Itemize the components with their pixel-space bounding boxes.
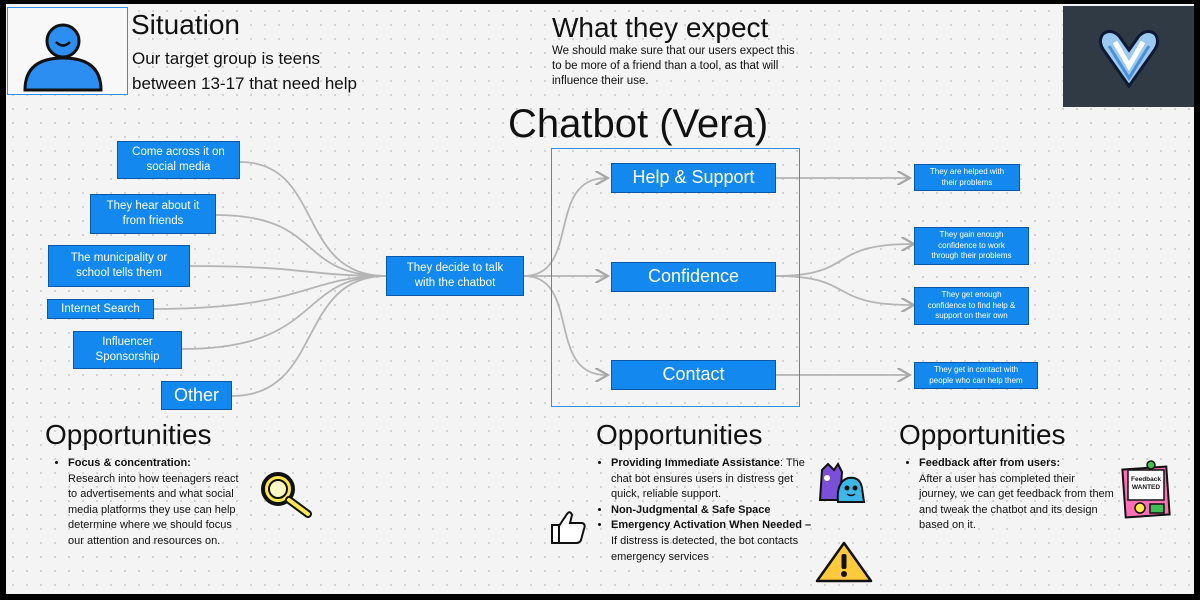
monster-sticker-icon xyxy=(818,462,866,503)
chatbot-frame xyxy=(551,148,800,407)
expect-title: What they expect xyxy=(552,12,769,43)
opportunity-item: Non-Judgmental & Safe Space xyxy=(611,503,816,519)
opportunities-title-1: Opportunities xyxy=(45,419,212,450)
expect-text: We should make sure that our users expec… xyxy=(552,45,795,87)
situation-text: Our target group is teens between 13-17 … xyxy=(132,49,357,93)
opportunity-item: Emergency Activation When Needed – If di… xyxy=(611,518,816,565)
avatar-frame xyxy=(7,7,128,95)
source-other[interactable]: Other xyxy=(161,381,232,410)
feature-confidence[interactable]: Confidence xyxy=(611,262,776,292)
person-icon xyxy=(23,23,103,92)
whiteboard-canvas: Situation Our target group is teens betw… xyxy=(6,4,1194,594)
connector-lines xyxy=(153,161,1194,397)
opportunity-item: Focus & concentration:Research into how … xyxy=(68,456,248,550)
thumbs-up-icon xyxy=(551,511,586,544)
opportunities-list-3: Feedback after from users:After a user h… xyxy=(899,456,1114,534)
feedback-sticker-icon: Feedback WANTED xyxy=(1120,458,1172,520)
feature-help-support[interactable]: Help & Support xyxy=(611,163,776,193)
feature-contact[interactable]: Contact xyxy=(611,360,776,390)
heart-logo-icon xyxy=(1063,6,1194,107)
opportunities-title-2: Opportunities xyxy=(596,419,763,450)
opportunities-list-1: Focus & concentration:Research into how … xyxy=(48,456,248,550)
situation-title: Situation xyxy=(131,9,240,40)
warning-icon xyxy=(815,541,873,583)
opportunities-list-2: Providing Immediate Assistance: The chat… xyxy=(591,456,816,565)
main-title: Chatbot (Vera) xyxy=(508,102,769,146)
opportunity-item: Feedback after from users:After a user h… xyxy=(919,456,1114,534)
magnifying-glass-icon xyxy=(261,472,312,518)
source-internet-search[interactable]: Internet Search xyxy=(47,299,154,319)
opportunities-title-3: Opportunities xyxy=(899,419,1066,450)
opportunity-item: Providing Immediate Assistance: The chat… xyxy=(611,456,816,503)
